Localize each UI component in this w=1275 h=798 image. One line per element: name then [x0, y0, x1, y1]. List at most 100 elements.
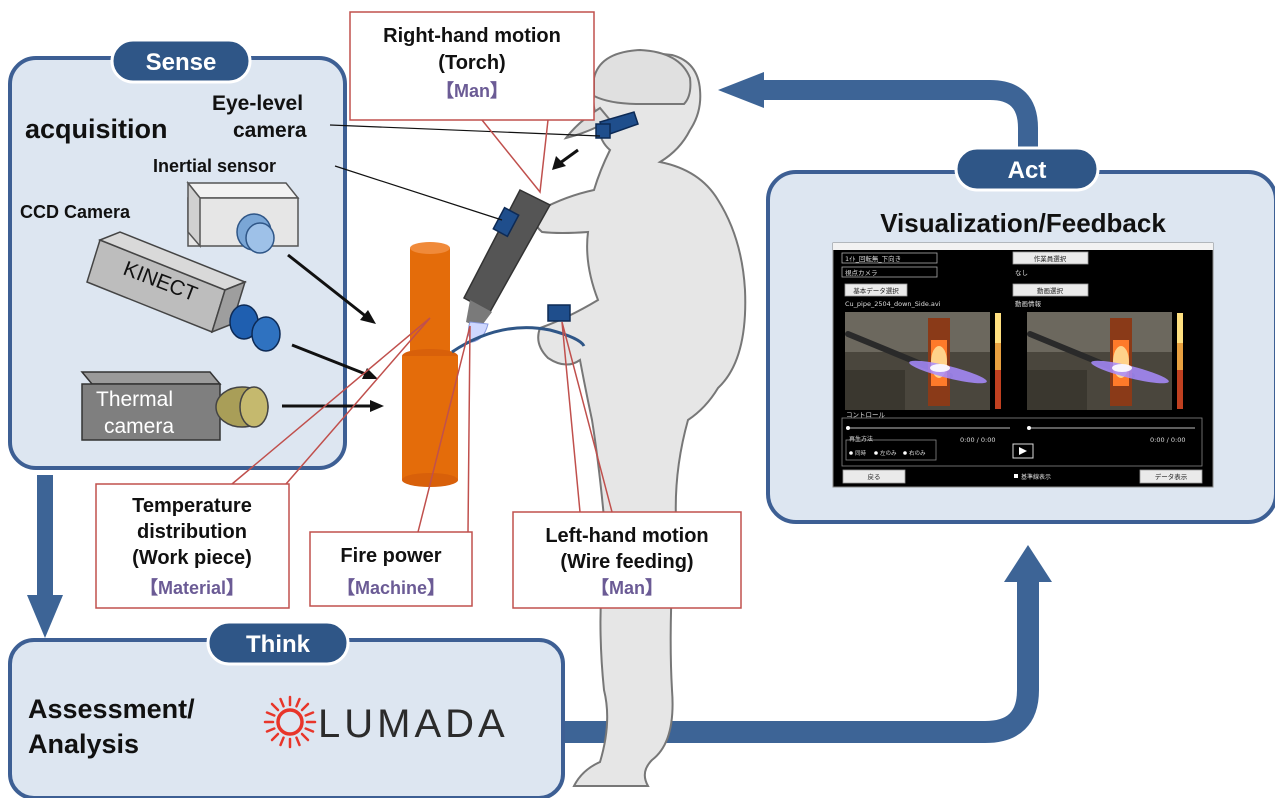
data-display-button-label: データ表示 [1155, 472, 1188, 481]
think-panel: Think Assessment/ Analysis LUMADA [8, 620, 565, 798]
left-hand-sensor-device [547, 304, 571, 322]
back-button-label: 戻る [868, 472, 881, 481]
select-worker-button[interactable] [1012, 251, 1089, 265]
reference-line-checkbox[interactable] [1014, 474, 1018, 478]
play-icon [1019, 447, 1027, 455]
playback-label: 再生方法 [849, 435, 873, 443]
feedback-app-screen: 1ｲﾄ_回転無_下向き 視点カメラ 作業員選択 なし 基本データ選択 動画選択 … [832, 242, 1214, 488]
torch-nozzle [466, 300, 492, 328]
arrow-sense-to-think-shaft [37, 475, 53, 595]
callout-left-hand: Left-hand motion (Wire feeding) 【Man】 [512, 321, 742, 609]
task-select-value: 1ｲﾄ_回転無_下向き [845, 254, 901, 263]
right-hand-category: 【Man】 [436, 81, 508, 101]
kinect-device: KINECT [86, 231, 281, 352]
fire-power-line1: Fire power [340, 545, 441, 567]
sensing-arrows [282, 148, 579, 412]
act-tag [954, 146, 1100, 192]
eye-camera-label-line1: Eye-level [212, 92, 303, 115]
eye-camera-leader [329, 124, 601, 137]
temperature-line3: (Work piece) [132, 547, 252, 569]
visualization-heading: Visualization/Feedback [880, 208, 1166, 238]
inertial-sensor-label: Inertial sensor [153, 156, 276, 176]
radio-right-only-label: 右のみ [909, 449, 926, 457]
worker-cap [593, 48, 692, 105]
thermal-camera-device: Thermal camera [80, 371, 269, 441]
cycle-arrows [27, 72, 1052, 743]
assessment-heading-line2: Analysis [28, 729, 139, 759]
temperature-category: 【Material】 [140, 578, 244, 598]
temperature-line1: Temperature [132, 495, 252, 517]
acquisition-heading: acquisition [25, 114, 168, 144]
radio-right-only[interactable] [903, 451, 907, 455]
copper-pipe [402, 242, 458, 487]
assessment-heading-line1: Assessment/ [28, 694, 195, 724]
view-select[interactable] [841, 266, 938, 278]
arrow-act-to-worker-head [718, 72, 764, 108]
arrow-think-to-act [560, 580, 1039, 743]
torch [462, 188, 552, 343]
arrow-sense-to-think-head [27, 595, 63, 638]
left-hand-line1: Left-hand motion [545, 525, 708, 547]
right-video-frame [1027, 312, 1172, 410]
worker-none-label: なし [1015, 269, 1028, 277]
left-hand-category: 【Man】 [591, 578, 663, 598]
feed-wire [451, 326, 586, 354]
radio-simultaneous[interactable] [849, 451, 853, 455]
inertial-sensor-device [492, 206, 520, 238]
ccd-camera-label: CCD Camera [20, 202, 131, 222]
lumada-sun-icon [263, 695, 317, 749]
left-seek-thumb[interactable] [846, 426, 850, 430]
radio-left-only[interactable] [874, 451, 878, 455]
back-button[interactable] [842, 469, 906, 484]
left-hand-line2: (Wire feeding) [560, 551, 693, 573]
right-seek-thumb[interactable] [1027, 426, 1031, 430]
task-select[interactable] [841, 252, 938, 264]
select-worker-button-label: 作業員選択 [1034, 254, 1067, 263]
callout-right-hand: Right-hand motion (Torch) 【Man】 [349, 11, 595, 194]
pipe-upper-top [410, 242, 450, 254]
lumada-logo-text: LUMADA [318, 702, 509, 746]
right-hand-line2: (Torch) [438, 52, 505, 74]
sense-tag-label: Sense [146, 49, 217, 76]
radio-simultaneous-label: 同時 [855, 449, 867, 457]
pipe-upper [410, 248, 450, 356]
left-video-frame [845, 312, 990, 410]
video-select-button[interactable] [1012, 283, 1089, 297]
pipe-lower-bottom [402, 473, 458, 487]
think-tag-label: Think [246, 631, 311, 658]
reference-line-checkbox-label: 基準線表示 [1021, 473, 1051, 481]
video-info-label: 動画情報 [1015, 299, 1042, 308]
basic-data-button[interactable] [844, 283, 908, 297]
inertial-sensor-leader [334, 165, 503, 221]
eye-level-camera-lens [595, 123, 611, 139]
left-time-readout: 0:00 / 0:00 [960, 436, 996, 444]
worker-silhouette [534, 52, 747, 787]
temperature-line2: distribution [137, 521, 247, 543]
view-select-value: 視点カメラ [845, 268, 878, 277]
eye-camera-label-line2: camera [233, 119, 307, 142]
video-file-name: Cu_pipe_2504_down_Side.avi [845, 300, 941, 308]
pipe-lower [402, 356, 458, 480]
worker-figure [534, 48, 747, 787]
ccd-camera-device [186, 180, 300, 254]
control-label: コントロール [846, 411, 886, 419]
basic-data-button-label: 基本データ選択 [853, 286, 899, 295]
thermal-label-line2: camera [104, 415, 174, 438]
left-temperature-scale [995, 313, 1001, 409]
callout-fire-power: Fire power 【Machine】 [309, 325, 473, 607]
video-select-button-label: 動画選択 [1037, 286, 1064, 295]
arrow-think-to-act-head [1004, 545, 1052, 582]
radio-left-only-label: 左のみ [880, 449, 897, 457]
right-time-readout: 0:00 / 0:00 [1150, 436, 1186, 444]
control-group [841, 417, 1203, 467]
data-display-button[interactable] [1139, 469, 1203, 484]
right-temperature-scale [1177, 313, 1183, 409]
thermal-label-line1: Thermal [96, 388, 173, 411]
right-hand-line1: Right-hand motion [383, 25, 561, 47]
fire-power-category: 【Machine】 [337, 578, 445, 598]
callout-temperature: Temperature distribution (Work piece) 【M… [95, 317, 431, 609]
playback-group [845, 439, 937, 461]
think-tag [206, 620, 350, 666]
sense-tag [110, 38, 252, 84]
